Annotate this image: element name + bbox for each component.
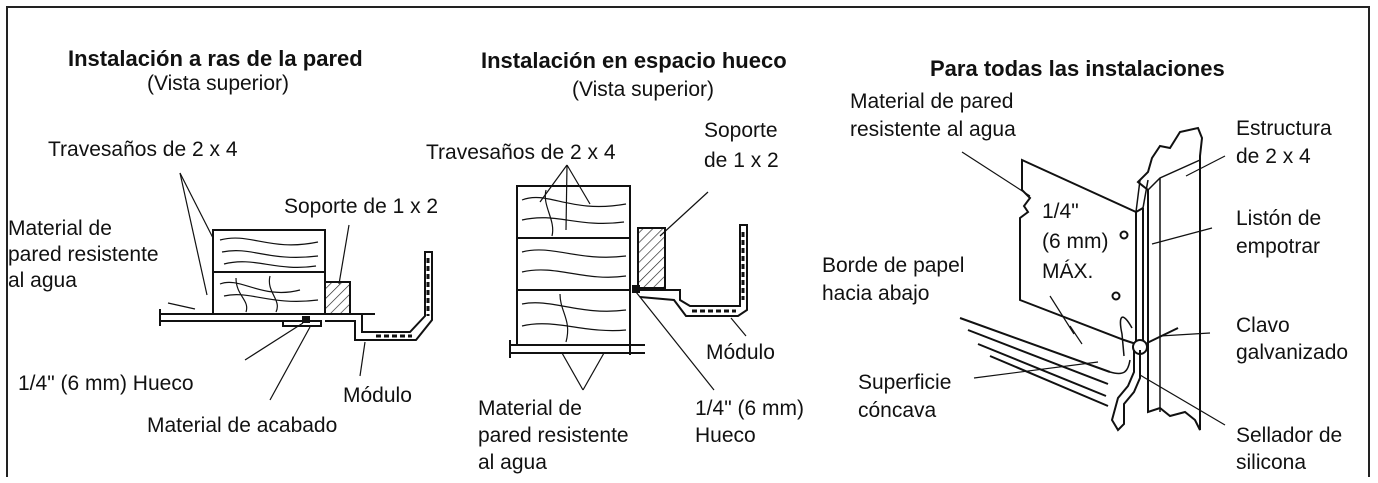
recess-wall-material-2: pared resistente [478,424,629,447]
all-flange-1: Listón de [1236,207,1322,230]
recess-studs-label: Travesaños de 2 x 4 [426,141,616,164]
all-title: Para todas las instalaciones [930,56,1225,81]
recess-gap-2: Hueco [695,424,756,447]
flush-title: Instalación a ras de la pared [68,46,363,71]
all-nail-1: Clavo [1236,314,1290,337]
all-surface-1: Superficie [858,371,952,394]
flush-support-label: Soporte de 1 x 2 [284,195,439,218]
module-profile [325,251,433,341]
all-flange-2: empotrar [1236,235,1321,258]
all-paper-edge-2: hacia abajo [822,282,930,305]
recess-drawing [509,164,748,391]
flush-wall-material-3: al agua [8,269,77,292]
recess-title: Instalación en espacio hueco [481,48,787,73]
structure-2x4 [1136,126,1204,431]
all-max-3: MÁX. [1042,260,1094,283]
flush-subtitle: (Vista superior) [147,72,289,95]
module-edge [1110,350,1141,432]
figure-frame [6,6,1370,477]
flush-drawing [159,172,433,401]
flush-wall-material-1: Material de [8,217,112,240]
all-sealant-1: Sellador de [1236,424,1343,447]
all-max-2: (6 mm) [1042,230,1109,253]
flush-gap-label: 1/4" (6 mm) Hueco [18,372,194,395]
stud-3 [516,289,631,346]
all-surface-2: cóncava [858,399,937,422]
support-1x2-recess [637,227,666,289]
gap-marker [302,316,310,323]
all-paper-edge-1: Borde de papel [822,254,965,277]
all-structure-2: de 2 x 4 [1236,145,1311,168]
recess-gap-1: 1/4" (6 mm) [695,397,804,420]
recess-support-1: Soporte [704,119,778,142]
flush-module-label: Módulo [343,384,412,407]
recess-wall-material-1: Material de [478,397,582,420]
recess-wall-material-3: al agua [478,451,547,474]
recess-support-2: de 1 x 2 [704,149,779,172]
all-structure-1: Estructura [1236,117,1332,140]
stud-1 [516,185,631,239]
recess-subtitle: (Vista superior) [572,78,714,101]
flush-finish-label: Material de acabado [147,414,338,437]
flush-wall-material-2: pared resistente [8,243,159,266]
all-nail-2: galvanizado [1236,341,1349,364]
flush-studs-label: Travesaños de 2 x 4 [48,138,238,161]
all-wall-material-1: Material de pared [850,90,1014,113]
detail-drawing [959,126,1226,432]
all-sealant-2: silicona [1236,451,1307,474]
all-wall-material-2: resistente al agua [850,118,1016,141]
concave-surface [959,317,1111,407]
module-profile-recess [638,224,748,317]
recess-module-label: Módulo [706,341,775,364]
wall-board [1019,158,1137,346]
stud-2 [516,237,631,291]
all-max-1: 1/4" [1042,200,1079,223]
support-1x2 [324,281,351,315]
